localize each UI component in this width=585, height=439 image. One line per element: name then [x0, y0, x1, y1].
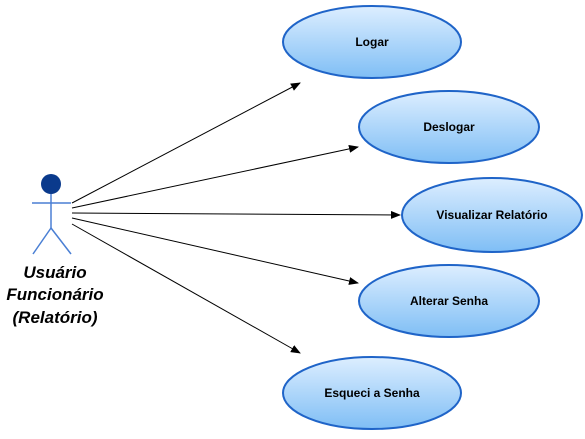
use-case-logar[interactable]: Logar — [282, 5, 462, 79]
actor-right-leg — [50, 227, 72, 255]
association-esqueci-a-senha — [71, 223, 301, 354]
use-case-label: Alterar Senha — [410, 294, 488, 308]
use-case-label: Esqueci a Senha — [324, 386, 420, 400]
use-case-visualizar-relatorio[interactable]: Visualizar Relatório — [401, 177, 583, 253]
use-case-label: Deslogar — [423, 120, 475, 134]
use-case-ellipse — [358, 264, 540, 338]
use-case-ellipse — [401, 177, 583, 253]
use-case-alterar-senha[interactable]: Alterar Senha — [358, 264, 540, 338]
use-case-ellipse — [282, 356, 462, 430]
actor-label-line-3: (Relatório) — [13, 308, 98, 327]
use-case-label: Logar — [355, 35, 389, 49]
association-logar — [71, 82, 301, 204]
actor-stick-figure — [32, 174, 72, 255]
association-alterar-senha — [71, 217, 359, 285]
use-case-deslogar[interactable]: Deslogar — [358, 90, 540, 164]
use-case-ellipse — [358, 90, 540, 164]
actor-left-leg — [32, 227, 52, 255]
association-visualizar-relatorio — [71, 210, 401, 219]
association-deslogar — [71, 144, 359, 209]
actor-label-line-2: Funcionário — [6, 285, 103, 304]
use-case-esqueci-a-senha[interactable]: Esqueci a Senha — [282, 356, 462, 430]
use-case-label: Visualizar Relatório — [436, 208, 547, 222]
actor-head — [41, 174, 61, 194]
associations — [71, 82, 401, 354]
use-case-ellipse — [282, 5, 462, 79]
actor-label-line-1: Usuário — [23, 263, 86, 282]
